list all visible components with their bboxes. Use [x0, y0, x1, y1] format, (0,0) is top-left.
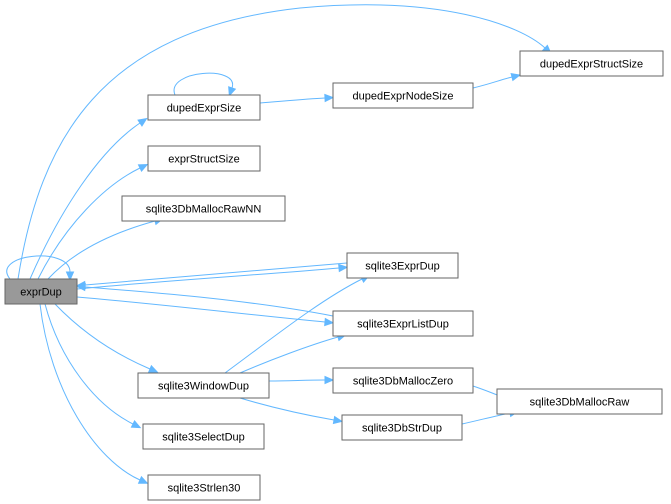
- edge-sqlite3WindowDup-to-sqlite3ExprListDup: [239, 336, 339, 374]
- node-label: dupedExprSize: [167, 103, 242, 115]
- node-label: exprDup: [20, 287, 62, 299]
- node-label: sqlite3DbMallocRaw: [530, 397, 630, 409]
- node-box[interactable]: [332, 82, 474, 109]
- node-sqlite3DbStrDup[interactable]: sqlite3DbStrDup: [341, 414, 463, 441]
- edge-exprDup-to-sqlite3Strlen30: [39, 303, 141, 481]
- edge-sqlite3DbMallocZero-to-sqlite3DbMallocRaw: [472, 385, 501, 397]
- node-box[interactable]: [332, 310, 474, 337]
- arrowhead-exprDup-to-sqlite3SelectDup: [130, 419, 142, 429]
- node-label: sqlite3WindowDup: [158, 381, 249, 393]
- node-box[interactable]: [519, 50, 664, 77]
- arrowhead-sqlite3WindowDup-to-sqlite3DbStrDup: [332, 415, 344, 425]
- arrowhead-exprDup-to-sqlite3ExprDup: [338, 263, 349, 273]
- arrowhead-exprDup-to-sqlite3ExprListDup: [324, 317, 335, 327]
- node-box[interactable]: [332, 367, 474, 394]
- node-box[interactable]: [341, 414, 463, 441]
- edge-dupedExprSize-to-dupedExprNodeSize: [259, 97, 326, 104]
- node-dupedExprSize[interactable]: dupedExprSize: [147, 94, 261, 121]
- arrowhead-exprDup-to-sqlite3Strlen30: [137, 475, 149, 484]
- edge-sqlite3WindowDup-to-sqlite3DbStrDup: [239, 397, 335, 421]
- node-box[interactable]: [346, 252, 459, 279]
- arrowhead-exprDup-to-dupedExprSize: [137, 117, 148, 127]
- node-label: sqlite3Strlen30: [168, 483, 241, 495]
- node-sqlite3WindowDup[interactable]: sqlite3WindowDup: [137, 372, 270, 399]
- edge-exprDup-to-exprDup: [6, 255, 71, 280]
- edge-exprDup-to-sqlite3SelectDup: [44, 303, 134, 425]
- arrowhead-exprDup-to-exprStructSize: [137, 163, 149, 173]
- arrowhead-sqlite3ExprListDup-to-exprDup: [75, 282, 86, 292]
- arrowhead-dupedExprNodeSize-to-dupedExprStructSize: [510, 72, 521, 82]
- node-label: dupedExprNodeSize: [353, 91, 454, 103]
- arrowhead-dupedExprSize-to-dupedExprSize: [228, 86, 237, 97]
- edge-sqlite3WindowDup-to-sqlite3ExprDup: [224, 278, 363, 374]
- node-label: exprStructSize: [168, 154, 240, 166]
- node-label: sqlite3DbStrDup: [362, 423, 442, 435]
- node-exprDup[interactable]: exprDup: [4, 278, 78, 305]
- node-box[interactable]: [496, 388, 663, 415]
- node-sqlite3SelectDup[interactable]: sqlite3SelectDup: [142, 423, 265, 450]
- edge-exprDup-to-dupedExprSize: [29, 122, 141, 280]
- arrowhead-dupedExprSize-to-dupedExprNodeSize: [324, 93, 335, 103]
- node-box[interactable]: [147, 94, 261, 121]
- node-box[interactable]: [142, 423, 265, 450]
- edge-exprDup-to-sqlite3ExprListDup: [76, 296, 326, 323]
- node-box[interactable]: [147, 145, 261, 172]
- edge-sqlite3DbStrDup-to-sqlite3DbMallocRaw: [461, 412, 511, 425]
- edge-sqlite3WindowDup-to-sqlite3DbMallocZero: [268, 379, 326, 382]
- arrowhead-exprDup-to-sqlite3WindowDup: [147, 364, 159, 373]
- arrowhead-sqlite3WindowDup-to-sqlite3DbMallocZero: [324, 375, 335, 385]
- node-box[interactable]: [137, 372, 270, 399]
- node-box[interactable]: [121, 195, 286, 222]
- node-label: sqlite3SelectDup: [162, 432, 245, 444]
- node-label: sqlite3DbMallocRawNN: [146, 204, 262, 216]
- node-dupedExprStructSize[interactable]: dupedExprStructSize: [519, 50, 664, 77]
- node-label: dupedExprStructSize: [540, 59, 643, 71]
- node-exprStructSize[interactable]: exprStructSize: [147, 145, 261, 172]
- edge-dupedExprSize-to-dupedExprSize: [173, 72, 233, 96]
- edges-layer: [6, 4, 552, 484]
- edge-sqlite3ExprDup-to-exprDup: [84, 262, 348, 286]
- node-sqlite3ExprListDup[interactable]: sqlite3ExprListDup: [332, 310, 474, 337]
- edge-exprDup-to-sqlite3DbMallocRawNN: [47, 220, 156, 280]
- edge-exprDup-to-dupedExprStructSize: [17, 4, 546, 280]
- node-label: sqlite3ExprDup: [365, 261, 440, 273]
- arrowhead-exprDup-to-exprDup: [65, 271, 75, 282]
- node-box[interactable]: [4, 278, 78, 305]
- edge-dupedExprNodeSize-to-dupedExprStructSize: [472, 76, 513, 89]
- node-sqlite3ExprDup[interactable]: sqlite3ExprDup: [346, 252, 459, 279]
- node-sqlite3Strlen30[interactable]: sqlite3Strlen30: [147, 474, 261, 501]
- edge-exprDup-to-sqlite3ExprDup: [76, 267, 340, 290]
- node-label: sqlite3DbMallocZero: [353, 376, 453, 388]
- node-dupedExprNodeSize[interactable]: dupedExprNodeSize: [332, 82, 474, 109]
- edge-exprDup-to-exprStructSize: [37, 167, 141, 280]
- node-sqlite3DbMallocZero[interactable]: sqlite3DbMallocZero: [332, 367, 474, 394]
- edge-sqlite3ExprListDup-to-exprDup: [84, 286, 334, 317]
- node-sqlite3DbMallocRawNN[interactable]: sqlite3DbMallocRawNN: [121, 195, 286, 222]
- edge-exprDup-to-sqlite3WindowDup: [54, 303, 151, 370]
- nodes-layer: exprDup dupedExprSize dupedExprNodeSize dup…: [4, 50, 664, 501]
- node-sqlite3DbMallocRaw[interactable]: sqlite3DbMallocRaw: [496, 388, 663, 415]
- node-box[interactable]: [147, 474, 261, 501]
- node-label: sqlite3ExprListDup: [357, 319, 449, 331]
